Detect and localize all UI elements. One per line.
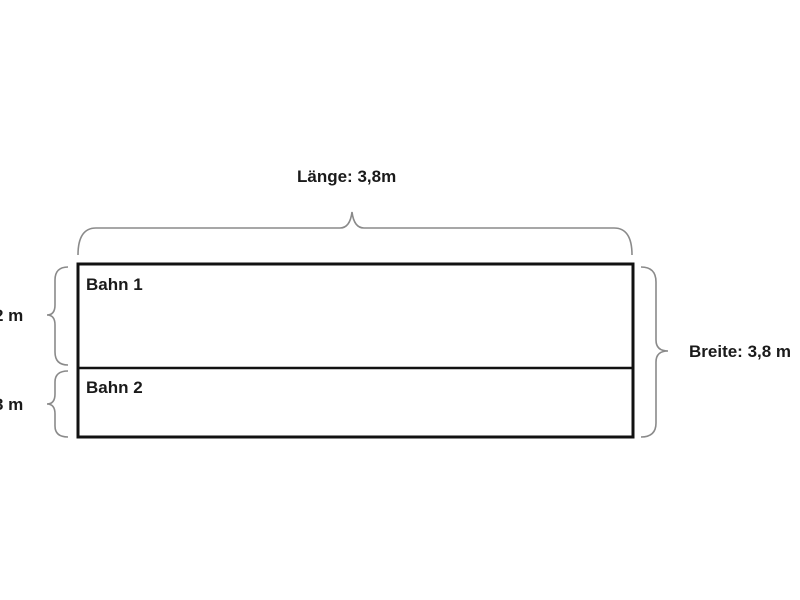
length-brace bbox=[77, 211, 633, 256]
lane-2-brace bbox=[46, 370, 69, 438]
length-label: Länge: 3,8m bbox=[297, 167, 396, 186]
lane-area-outline bbox=[76, 262, 635, 439]
lane-2-label: Bahn 2 bbox=[86, 378, 143, 397]
lane-1-brace bbox=[46, 266, 69, 366]
width-label: Breite: 3,8 m bbox=[689, 342, 791, 361]
lane-1-label: Bahn 1 bbox=[86, 275, 143, 294]
width-brace bbox=[640, 266, 669, 438]
lane-2-dimension-label: 3 m bbox=[0, 395, 23, 414]
lane-1-dimension-label: 2 m bbox=[0, 306, 23, 325]
